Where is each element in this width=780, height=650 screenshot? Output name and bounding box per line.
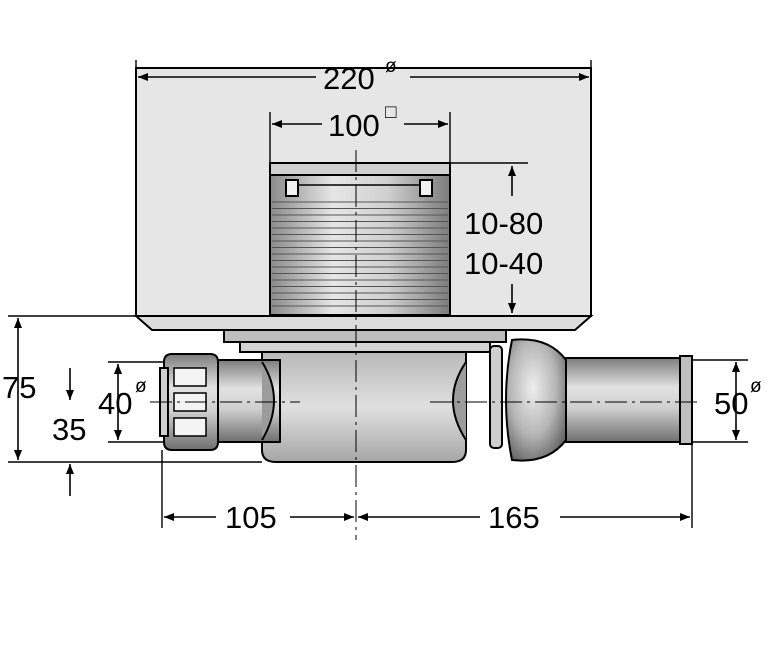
left-length-label: 105: [225, 500, 277, 535]
height-range-1-label: 10-80: [464, 206, 543, 241]
outer-diameter-symbol: ø: [385, 56, 397, 77]
height-range-2-label: 10-40: [464, 246, 543, 281]
grate-ribs: [272, 201, 448, 307]
outer-diameter-label: 220: [323, 61, 375, 96]
outlet-diameter-label: 50: [714, 386, 748, 421]
drain-body: [261, 351, 467, 463]
inlet-diameter-symbol: ø: [135, 376, 147, 397]
grate-extension: [269, 162, 451, 316]
dimension-labels: 220 ø 100 □ 10-80 10-40 75 35 40 ø 50 ø …: [2, 56, 762, 535]
grate-size-symbol: □: [385, 102, 397, 123]
total-height-label: 75: [2, 370, 36, 405]
inlet-diameter-label: 40: [98, 386, 132, 421]
dimension-arrows: [14, 73, 740, 521]
grate-size-label: 100: [328, 108, 380, 143]
center-height-label: 35: [52, 412, 86, 447]
extension-lines: [8, 60, 748, 528]
outlet-pipe: [452, 338, 693, 462]
nut-slot: [173, 417, 207, 437]
nut-slot: [173, 367, 207, 387]
center-lines: [150, 150, 700, 540]
body-collar: [223, 329, 507, 353]
right-length-label: 165: [488, 500, 540, 535]
outlet-diameter-symbol: ø: [750, 376, 762, 397]
